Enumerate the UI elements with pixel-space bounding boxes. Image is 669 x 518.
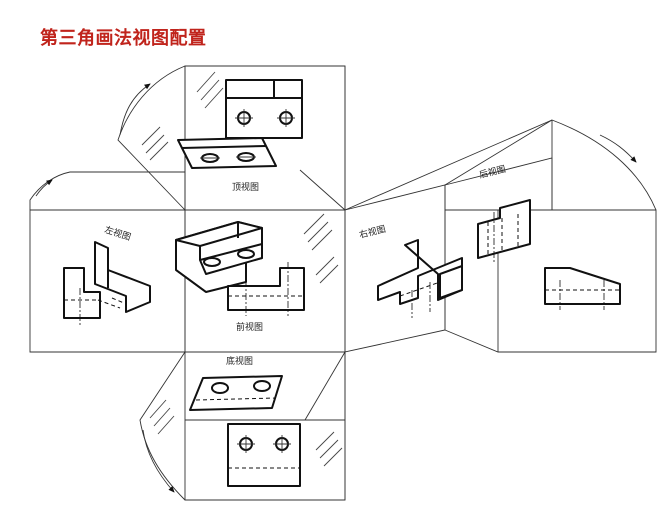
label-rear-view: 后视图 <box>478 163 507 181</box>
top-flap <box>117 65 186 211</box>
fold-arrow-top <box>119 83 151 136</box>
rear-flap <box>444 119 657 211</box>
glass-hatching <box>141 71 343 467</box>
diagram-title: 第三角画法视图配置 <box>40 28 207 49</box>
fold-arrow-rear <box>599 134 637 163</box>
bottom-view-drawing <box>189 375 301 487</box>
left-view-drawing <box>63 241 151 325</box>
label-right-view: 右视图 <box>358 223 387 241</box>
label-front-view: 前视图 <box>236 321 263 333</box>
left-flap <box>29 171 186 210</box>
label-top-view: 顶视图 <box>232 181 259 193</box>
front-view-drawing <box>175 221 305 316</box>
fold-arrow-bottom <box>142 429 175 493</box>
fold-arrow-left <box>35 179 53 197</box>
rear-panel <box>444 157 657 353</box>
label-bottom-view: 底视图 <box>226 355 253 367</box>
bottom-flap <box>139 351 186 501</box>
label-left-view: 左视图 <box>103 223 132 243</box>
right-view-drawing <box>377 239 463 318</box>
top-view-drawing <box>177 79 303 169</box>
rear-view-drawing <box>477 199 621 310</box>
